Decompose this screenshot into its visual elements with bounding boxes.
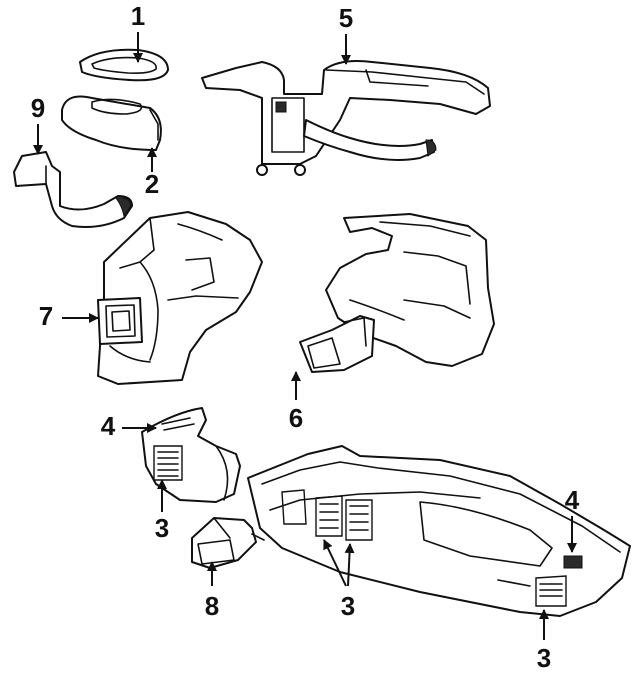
callout-7: 7 <box>39 301 53 331</box>
left-corner-outlet-part <box>141 407 241 503</box>
dash-panel-left-part <box>97 211 263 385</box>
defroster-duct-part <box>13 151 133 228</box>
callout-5: 5 <box>339 3 353 33</box>
floor-outlet-part <box>191 517 265 569</box>
instrument-panel-trim-part <box>247 445 631 617</box>
callout-4-left: 4 <box>101 411 116 441</box>
leader-3-mid-a <box>323 539 347 587</box>
distribution-duct-part <box>201 60 491 176</box>
callout-9: 9 <box>31 93 45 123</box>
callout-2: 2 <box>145 169 159 199</box>
callout-4-right: 4 <box>565 485 580 515</box>
callout-3-right: 3 <box>537 643 551 673</box>
dash-panel-right-part <box>299 213 495 373</box>
callout-3-left: 3 <box>155 513 169 543</box>
callout-8: 8 <box>205 591 219 621</box>
leader-lines <box>33 32 577 640</box>
callout-1: 1 <box>131 1 145 31</box>
seal-housing-part <box>61 95 162 151</box>
callout-labels: 1 2 9 5 7 6 4 3 8 3 4 3 <box>31 1 580 673</box>
callout-3-mid: 3 <box>341 591 355 621</box>
leader-3-mid-b <box>344 543 355 587</box>
callout-6: 6 <box>289 403 303 433</box>
seal-ring-part <box>79 48 169 82</box>
